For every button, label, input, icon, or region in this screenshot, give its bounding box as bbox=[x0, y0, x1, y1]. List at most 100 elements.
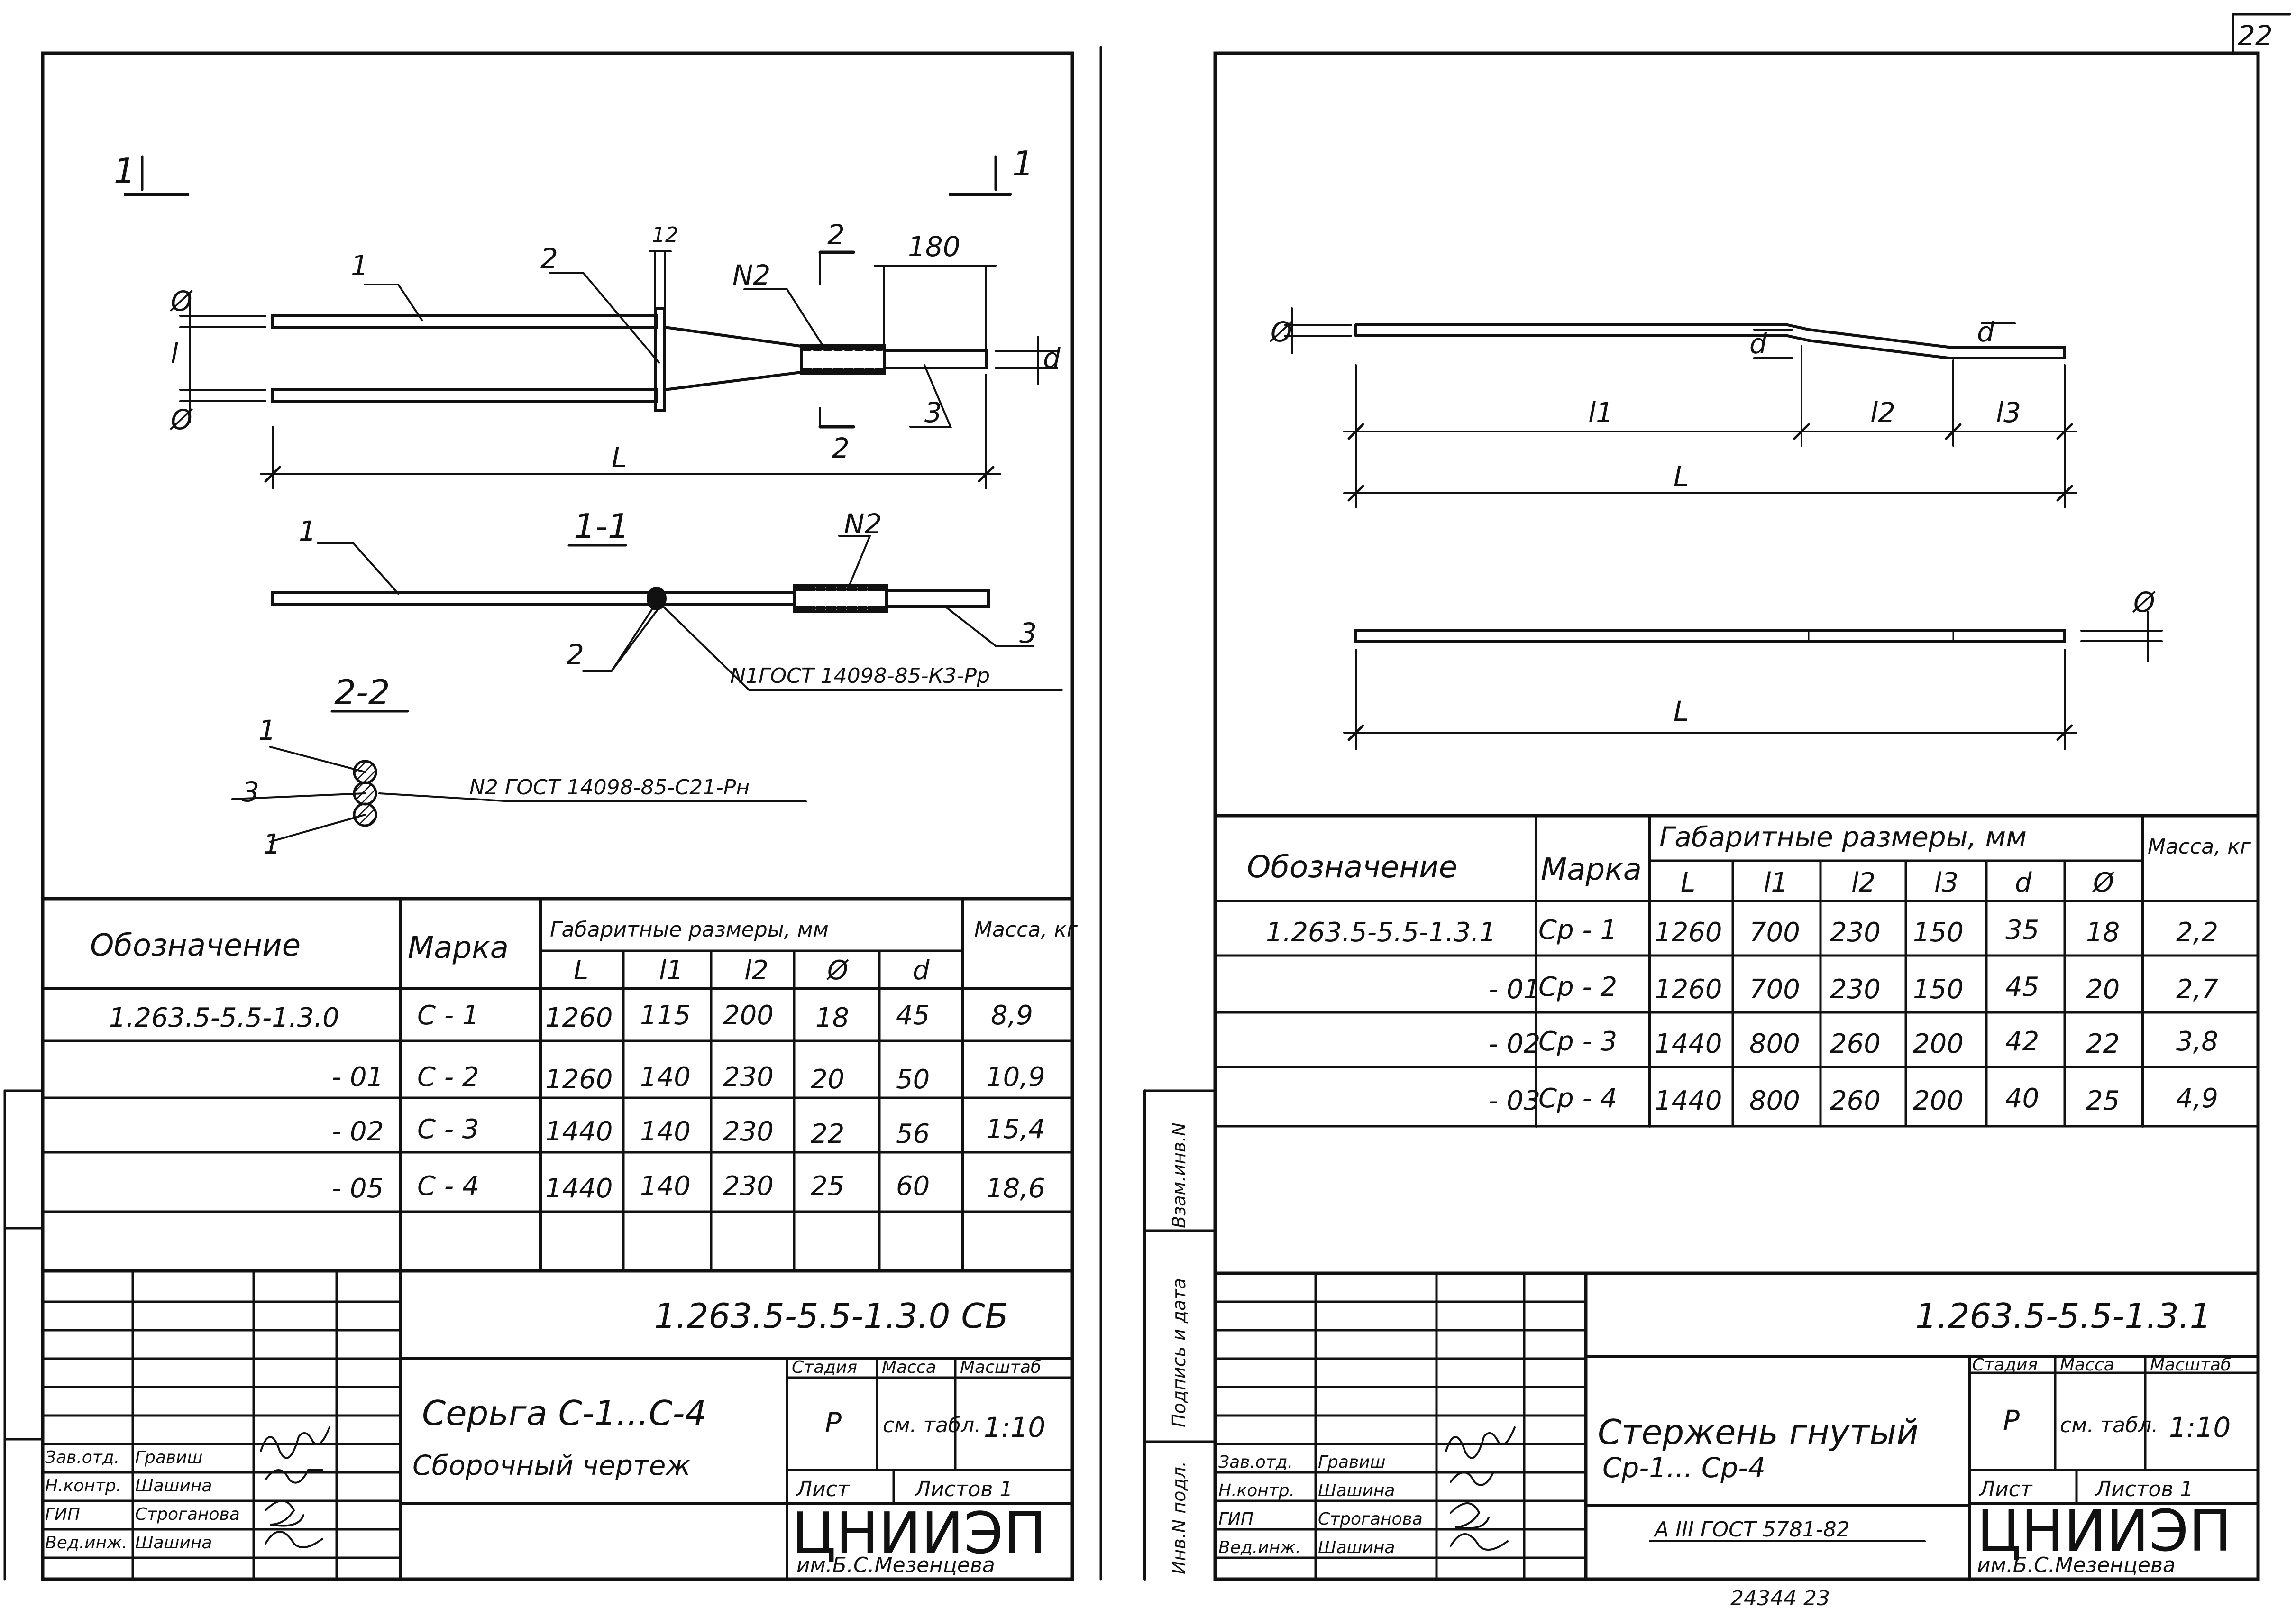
svg-text:50: 50 bbox=[896, 1064, 930, 1095]
r-drawing-code: 1.263.5-5.5-1.3.1 bbox=[1915, 1296, 2211, 1336]
svg-text:10,9: 10,9 bbox=[986, 1062, 1045, 1093]
svg-text:1260: 1260 bbox=[1655, 974, 1722, 1005]
bent-rod-view bbox=[1284, 307, 2077, 508]
rod2-dim-L: L bbox=[1674, 695, 1689, 727]
svg-text:150: 150 bbox=[1913, 917, 1964, 948]
r-header-d: d bbox=[2015, 867, 2032, 898]
svg-text:140: 140 bbox=[640, 1062, 691, 1093]
r-scale-value: 1:10 bbox=[2169, 1411, 2231, 1444]
callout-1-1-pos-1: 1 bbox=[299, 515, 316, 547]
dim-phi-top: Ø bbox=[170, 285, 193, 317]
r-role-norm-control: Н.контр. bbox=[1218, 1481, 1295, 1500]
side-stamp-replaces: Взам.инв.N bbox=[1169, 1122, 1189, 1228]
header-L: L bbox=[574, 955, 588, 986]
section-1-1-title: 1-1 bbox=[574, 506, 630, 546]
callout-n1: N1 bbox=[730, 664, 759, 688]
svg-text:18: 18 bbox=[2086, 917, 2120, 948]
r-header-mass: Масса, кг bbox=[2148, 835, 2251, 859]
signature-1 bbox=[260, 1426, 330, 1459]
r-mass-label: Масса bbox=[2060, 1355, 2114, 1375]
right-sheet bbox=[1143, 13, 2291, 1581]
role-norm-control: Н.контр. bbox=[45, 1476, 121, 1496]
mass-value: см. табл. bbox=[883, 1413, 981, 1437]
svg-text:- 02: - 02 bbox=[1489, 1029, 1540, 1059]
svg-text:С - 3: С - 3 bbox=[417, 1114, 479, 1145]
table-row: - 05 С - 4 1440 140 230 25 60 18,6 bbox=[332, 1171, 1045, 1204]
svg-text:1260: 1260 bbox=[545, 1002, 613, 1033]
svg-text:1440: 1440 bbox=[545, 1173, 613, 1204]
callout-pos-1: 1 bbox=[351, 249, 368, 282]
svg-text:140: 140 bbox=[640, 1171, 691, 1202]
left-title-block bbox=[41, 1269, 1074, 1581]
side-stamp-orig-inv: Инв.N подл. bbox=[1169, 1461, 1189, 1574]
callout-1-1-pos-2: 2 bbox=[567, 638, 584, 671]
left-sheet bbox=[3, 46, 1102, 1581]
svg-text:200: 200 bbox=[723, 1000, 774, 1031]
svg-text:18,6: 18,6 bbox=[986, 1173, 1045, 1204]
header-mass: Масса, кг bbox=[974, 918, 1078, 942]
rod-dim-l3: l3 bbox=[1996, 396, 2021, 429]
svg-text:42: 42 bbox=[2005, 1026, 2039, 1057]
svg-text:Ср - 1: Ср - 1 bbox=[1538, 915, 1617, 946]
svg-text:35: 35 bbox=[2005, 915, 2039, 946]
r-stage-label: Стадия bbox=[1972, 1355, 2038, 1375]
section-2-2-title: 2-2 bbox=[334, 672, 390, 712]
svg-text:22: 22 bbox=[811, 1119, 844, 1149]
dim-12: 12 bbox=[652, 223, 678, 247]
r-header-l1: l1 bbox=[1764, 867, 1788, 898]
svg-text:2,7: 2,7 bbox=[2176, 974, 2218, 1005]
svg-text:45: 45 bbox=[2005, 972, 2039, 1002]
svg-text:230: 230 bbox=[723, 1171, 774, 1202]
dim-L: L bbox=[612, 441, 627, 474]
svg-text:18: 18 bbox=[815, 1002, 849, 1033]
svg-text:20: 20 bbox=[2086, 974, 2120, 1005]
r-name-head-dept: Гравиш bbox=[1318, 1453, 1386, 1472]
svg-text:800: 800 bbox=[1749, 1029, 1800, 1059]
bottom-note: 24344 23 bbox=[1730, 1586, 1830, 1609]
svg-text:1440: 1440 bbox=[1655, 1029, 1722, 1059]
signature-6 bbox=[1450, 1471, 1509, 1486]
svg-text:230: 230 bbox=[723, 1116, 774, 1147]
name-head-dept: Гравиш bbox=[135, 1448, 203, 1467]
r-role-head-dept: Зав.отд. bbox=[1218, 1453, 1293, 1472]
r-org-subname: им.Б.С.Мезенцева bbox=[1977, 1553, 2176, 1577]
r-name-lead-eng: Шашина bbox=[1318, 1538, 1395, 1557]
svg-text:1260: 1260 bbox=[545, 1064, 613, 1095]
svg-text:260: 260 bbox=[1830, 1085, 1881, 1116]
r-org-name: ЦНИИЭП bbox=[1977, 1499, 2232, 1564]
dim-phi-bottom: Ø bbox=[170, 404, 193, 436]
right-spec-table bbox=[1213, 814, 2260, 1128]
side-stamp-signature-date: Подпись и дата bbox=[1169, 1278, 1189, 1427]
svg-text:800: 800 bbox=[1749, 1085, 1800, 1116]
table-row: - 02 С - 3 1440 140 230 22 56 15,4 bbox=[332, 1114, 1045, 1149]
svg-text:С - 1: С - 1 bbox=[417, 1000, 479, 1031]
right-texts: 22 Ø d d l1 l2 l3 L Ø L Обозначение Марк… bbox=[1169, 19, 2273, 1609]
header-l2: l2 bbox=[744, 955, 768, 986]
cut-2-bottom: 2 bbox=[832, 432, 850, 464]
r-header-mark: Марка bbox=[1541, 852, 1642, 887]
svg-text:2,2: 2,2 bbox=[2176, 917, 2218, 948]
svg-text:230: 230 bbox=[1830, 974, 1881, 1005]
svg-text:230: 230 bbox=[1830, 917, 1881, 948]
header-phi: Ø bbox=[826, 955, 849, 986]
r-material: А III ГОСТ 5781-82 bbox=[1653, 1517, 1850, 1542]
callout-pos-3: 3 bbox=[924, 396, 942, 429]
drawing-title-line1: Серьга С-1...С-4 bbox=[422, 1393, 706, 1433]
role-lead-eng: Вед.инж. bbox=[45, 1533, 128, 1553]
stage-label: Стадия bbox=[792, 1358, 857, 1377]
section-1-1 bbox=[271, 535, 1063, 691]
r-header-L: L bbox=[1681, 867, 1695, 898]
r-header-dims: Габаритные размеры, мм bbox=[1659, 821, 2027, 853]
svg-text:С - 2: С - 2 bbox=[417, 1062, 479, 1093]
header-d: d bbox=[913, 955, 930, 986]
svg-text:60: 60 bbox=[896, 1171, 930, 1202]
signature-2 bbox=[265, 1469, 323, 1484]
rod-dim-d-right: d bbox=[1977, 316, 1995, 348]
svg-text:1.263.5-5.5-1.3.1: 1.263.5-5.5-1.3.1 bbox=[1266, 917, 1496, 948]
table-row: - 02 Ср - 3 1440 800 260 200 42 22 3,8 bbox=[1489, 1026, 2218, 1059]
rod-dim-phi: Ø bbox=[1270, 316, 1293, 348]
header-mark: Марка bbox=[408, 930, 509, 965]
callout-2-2-pos-1-top: 1 bbox=[258, 714, 276, 746]
signature-3 bbox=[265, 1500, 304, 1527]
signature-5 bbox=[1445, 1426, 1516, 1459]
